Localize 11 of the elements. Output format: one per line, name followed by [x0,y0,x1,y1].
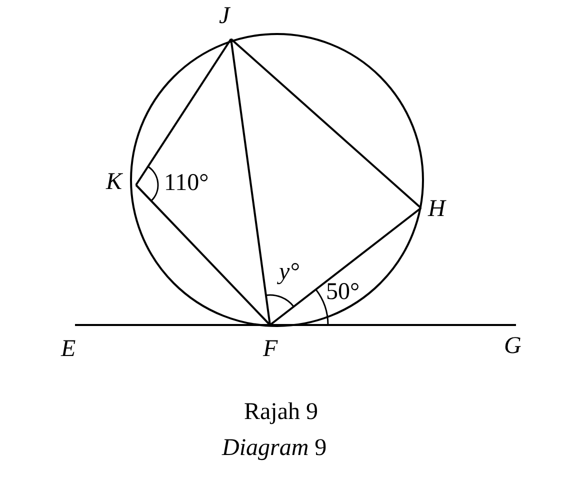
point-label: F [263,337,278,361]
point-label: H [428,197,446,221]
caption: Diagram 9 [222,436,327,460]
caption: Rajah 9 [244,400,318,424]
angle-label: 110° [164,171,209,195]
angle-label: 50° [326,280,360,304]
point-label: K [106,170,122,194]
angle-label: y° [279,260,300,284]
point-label: E [61,337,76,361]
point-label: J [219,4,230,28]
point-label: G [504,334,522,358]
